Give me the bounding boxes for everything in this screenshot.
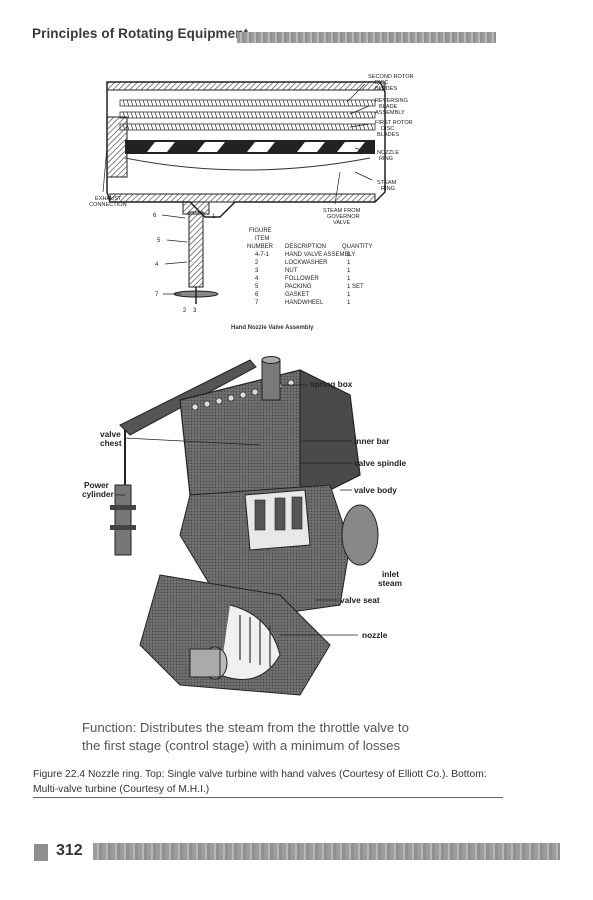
parts-table-cell: HAND VALVE ASSEMBLY bbox=[285, 252, 355, 258]
callout-nozzle-ring-2: RING bbox=[379, 156, 393, 162]
callout-second-rotor-2: DISC bbox=[375, 80, 388, 86]
page-number: 312 bbox=[56, 842, 83, 859]
label-valve-body: valve body bbox=[354, 485, 397, 495]
top-figure-title: Hand Nozzle Valve Assembly bbox=[231, 325, 314, 331]
multi-valve-figure: spring box valve chest inner bar valve s… bbox=[70, 345, 430, 710]
parts-table-cell: GASKET bbox=[285, 292, 310, 298]
table-head-figure: FIGURE bbox=[249, 228, 272, 234]
callout-reversing-2: BLADE bbox=[379, 104, 398, 110]
parts-table-cell: 1 bbox=[347, 300, 351, 306]
item-number-2: 2 bbox=[183, 308, 187, 314]
parts-table-cell: 5 bbox=[255, 284, 259, 290]
callout-first-rotor-3: BLADES bbox=[377, 132, 399, 138]
callout-reversing-1: REVERSING bbox=[375, 98, 408, 104]
parts-table-cell: LOCKWASHER bbox=[285, 260, 328, 266]
parts-table-cell: 4-7-1 bbox=[255, 252, 270, 258]
item-number-7: 7 bbox=[155, 292, 159, 298]
callout-exhaust-2: CONNECTION bbox=[89, 202, 127, 208]
hand-valve-figure: SECOND ROTOR DISC BLADES REVERSING BLADE… bbox=[85, 72, 435, 352]
parts-table-cell: 1 bbox=[347, 252, 351, 258]
running-header-title: Principles of Rotating Equipment bbox=[32, 26, 249, 41]
header-decorative-bar bbox=[237, 32, 496, 43]
parts-table-cell: FOLLOWER bbox=[285, 276, 319, 282]
parts-table-cell: HANDWHEEL bbox=[285, 300, 324, 306]
label-inlet-steam-1: inlet bbox=[382, 569, 399, 579]
parts-table-cell: 1 bbox=[347, 292, 351, 298]
callout-steam-ring-2: RING bbox=[381, 186, 395, 192]
parts-table-cell: 3 bbox=[255, 268, 259, 274]
figure-caption: Figure 22.4 Nozzle ring. Top: Single val… bbox=[33, 769, 487, 795]
callout-nozzle-ring-1: NOZZLE bbox=[377, 150, 399, 156]
parts-table-cell: NUT bbox=[285, 268, 298, 274]
item-number-4: 4 bbox=[155, 262, 159, 268]
callout-second-rotor-3: BLADES bbox=[375, 86, 397, 92]
callout-reversing-3: ASSEMBLY bbox=[375, 110, 405, 116]
callout-steam-ring-1: STEAM bbox=[377, 180, 397, 186]
parts-table-cell: 6 bbox=[255, 292, 259, 298]
footer-decorative-bar bbox=[93, 843, 560, 860]
item-number-3: 3 bbox=[193, 308, 197, 314]
callout-steam-from-2: GOVERNOR bbox=[327, 214, 360, 220]
parts-table-cell: 1 SET bbox=[347, 284, 364, 290]
function-line-2: the first stage (control stage) with a m… bbox=[82, 738, 401, 753]
callout-exhaust-1: EXHAUST bbox=[95, 196, 122, 202]
parts-table-cell: 7 bbox=[255, 300, 259, 306]
label-power-cylinder-1: Power bbox=[84, 480, 110, 490]
table-head-number: NUMBER bbox=[247, 244, 274, 250]
callout-steam-from-3: VALVE bbox=[333, 220, 350, 226]
footer-marker bbox=[34, 844, 48, 861]
label-inner-bar: inner bar bbox=[354, 436, 390, 446]
label-valve-spindle: valve spindle bbox=[354, 458, 406, 468]
item-number-6: 6 bbox=[153, 213, 157, 219]
parts-table-cell: PACKING bbox=[285, 284, 312, 290]
item-number-5: 5 bbox=[157, 238, 161, 244]
caption-rule bbox=[33, 797, 503, 798]
parts-table-cell: 4 bbox=[255, 276, 259, 282]
label-valve-chest-1: valve bbox=[100, 429, 121, 439]
label-valve-seat: valve seat bbox=[340, 595, 380, 605]
callout-steam-from-1: STEAM FROM bbox=[323, 208, 361, 214]
callout-second-rotor-1: SECOND ROTOR bbox=[368, 74, 414, 80]
parts-table-cell: 1 bbox=[347, 276, 351, 282]
label-power-cylinder-2: cylinder bbox=[82, 489, 115, 499]
table-head-item: ITEM bbox=[255, 236, 269, 242]
label-nozzle: nozzle bbox=[362, 630, 388, 640]
parts-table-cell: 1 bbox=[347, 260, 351, 266]
label-spring-box: spring box bbox=[310, 379, 353, 389]
item-number-1: 1 bbox=[212, 214, 216, 220]
function-line-1: Function: Distributes the steam from the… bbox=[82, 720, 409, 735]
label-valve-chest-2: chest bbox=[100, 438, 122, 448]
parts-table-cell: 2 bbox=[255, 260, 259, 266]
callout-first-rotor-2: DISC bbox=[381, 126, 394, 132]
label-inlet-steam-2: steam bbox=[378, 578, 402, 588]
callout-first-rotor-1: FIRST ROTOR bbox=[375, 120, 413, 126]
table-head-quantity: QUANTITY bbox=[342, 244, 372, 250]
table-head-description: DESCRIPTION bbox=[285, 244, 326, 250]
parts-table-cell: 1 bbox=[347, 268, 351, 274]
